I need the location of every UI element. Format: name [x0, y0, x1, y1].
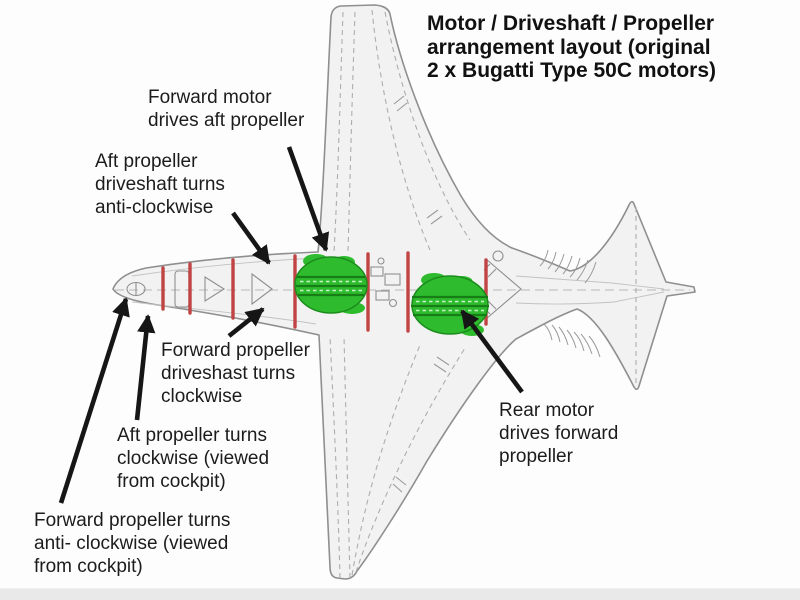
control-surface-ticks [392, 95, 450, 493]
diagram-title-line: Motor / Driveshaft / Propeller [427, 12, 715, 35]
arrow-aft-prop-rotation [134, 314, 156, 421]
note-line: from cockpit) [117, 471, 226, 492]
note-line: Aft propeller turns [117, 425, 267, 446]
rear-motor-note: Rear motor drives forward propeller [499, 399, 618, 468]
arrow-forward-prop-rotation [58, 297, 130, 504]
note-line: driveshaft turns [95, 174, 225, 195]
arrow-forward-driveshaft [227, 307, 265, 338]
note-line: clockwise (viewed [117, 448, 270, 469]
note-line: anti-clockwise [95, 197, 214, 218]
note-line: Forward propeller [161, 340, 310, 361]
note-line: Aft propeller [95, 151, 198, 172]
note-line: drives forward [499, 423, 619, 444]
note-line: Forward propeller turns [34, 510, 231, 531]
diagram-title-line: 2 x Bugatti Type 50C motors) [427, 59, 716, 82]
note-line: propeller [499, 446, 573, 467]
forward-propeller-rotation-note: Forward propeller turns anti- clockwise … [34, 509, 230, 578]
diagram-title: Motor / Driveshaft / Propeller arrangeme… [427, 12, 797, 83]
aft-propeller-driveshaft-note: Aft propeller driveshaft turns anti-cloc… [95, 150, 225, 219]
note-line: from cockpit) [34, 556, 143, 577]
fuselage-details [126, 250, 522, 320]
diagram-title-line: arrangement layout (original [427, 35, 711, 59]
forward-propeller-driveshaft-note: Forward propeller driveshast turns clock… [161, 339, 310, 408]
forward-motor-note: Forward motor drives aft propeller [148, 86, 304, 132]
arrow-rear-motor [460, 309, 524, 394]
note-line: drives aft propeller [148, 110, 305, 131]
note-line: anti- clockwise (viewed [34, 533, 229, 554]
arrow-aft-driveshaft [231, 211, 271, 265]
airframe-silhouette [112, 4, 696, 580]
note-line: clockwise [161, 386, 243, 407]
arrow-forward-motor [286, 146, 330, 252]
annotation-arrows [58, 146, 524, 504]
airframe [112, 4, 696, 580]
wing-spar-lines [329, 9, 637, 579]
note-line: Forward motor [148, 87, 272, 108]
tail-fillet-ribs [539, 249, 601, 358]
forward-motor-block [294, 254, 368, 314]
note-line: driveshast turns [161, 363, 296, 384]
aft-propeller-rotation-note: Aft propeller turns clockwise (viewed fr… [117, 424, 269, 493]
image-bottom-edge [0, 588, 800, 600]
note-line: Rear motor [499, 400, 595, 421]
